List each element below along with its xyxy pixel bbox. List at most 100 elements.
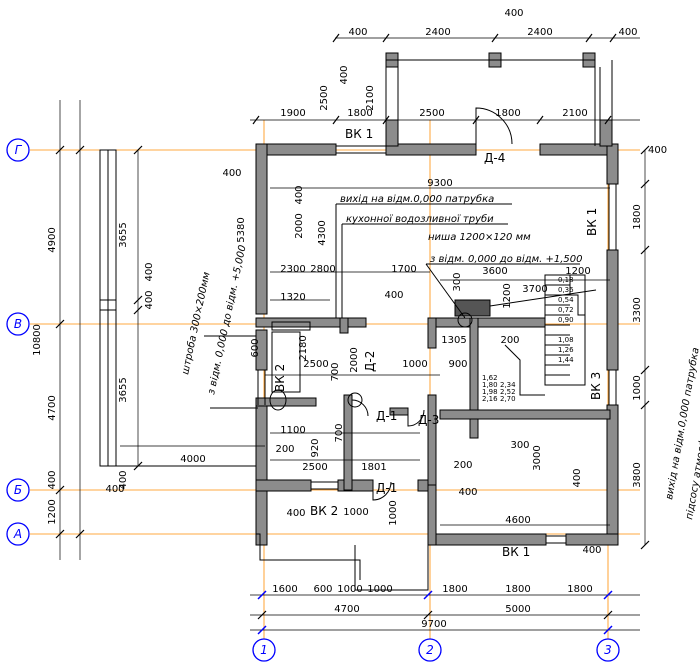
dim-text: 600 — [250, 338, 261, 357]
dim-text: 1000 — [367, 584, 392, 595]
dim-text: 2400 — [425, 27, 450, 38]
dim-text: 400 — [504, 8, 523, 19]
dim-text: 5380 — [236, 217, 247, 242]
bottom-dimensions: 1600 600 1000 1000 1800 1800 1800 4700 5… — [272, 584, 592, 630]
axis-bubble-row-b: Б — [6, 478, 30, 502]
dim-text: 400 — [339, 65, 350, 84]
dim-text: 400 — [572, 468, 583, 487]
dim-text: 300 — [452, 272, 463, 291]
axis-label-v: В — [14, 317, 22, 331]
dim-text: 4900 — [47, 227, 58, 252]
axis-bubble-col-1: 1 — [252, 638, 276, 662]
dim-text: 4700 — [334, 604, 359, 615]
inner-dimensions: 400 400 9300 2000 4300 5380 2300 2800 17… — [105, 168, 601, 556]
dim-text: 4700 — [47, 395, 58, 420]
dim-text: 2000 — [294, 213, 305, 238]
dim-text: 1100 — [280, 425, 305, 436]
dim-text: 3655 — [118, 222, 129, 247]
stair-level: 1,62 — [482, 374, 498, 382]
label-vk3: ВК 3 — [589, 372, 603, 400]
label-d1a: Д-1 — [376, 409, 397, 423]
axis-label-a: А — [13, 527, 22, 541]
axis-label-1: 1 — [260, 643, 268, 657]
stair-level: 0,18 — [558, 276, 574, 284]
dim-text: 200 — [500, 335, 519, 346]
dim-text: 2000 — [349, 347, 360, 372]
dim-text: 1200 — [47, 499, 58, 524]
dim-text: 1900 — [280, 108, 305, 119]
label-vk2-bottom: ВК 2 — [310, 504, 338, 518]
axis-label-2: 2 — [426, 643, 434, 657]
dim-text: 1000 — [632, 375, 643, 400]
stair-level: 1,44 — [558, 356, 574, 364]
dim-text: 400 — [348, 27, 367, 38]
dim-text: 3300 — [632, 297, 643, 322]
dim-text: 1800 — [505, 584, 530, 595]
label-d4: Д-4 — [484, 151, 505, 165]
top-dimensions: 400 2400 2400 400 400 1900 1800 2500 180… — [280, 8, 637, 119]
dim-text: 1320 — [280, 292, 305, 303]
dim-text: 400 — [144, 290, 155, 309]
dim-text: 2800 — [310, 264, 335, 275]
dim-text: 2300 — [280, 264, 305, 275]
leader-lines — [204, 203, 597, 409]
dim-text: 3700 — [522, 284, 547, 295]
dim-text: 1000 — [402, 359, 427, 370]
dim-text: 1800 — [567, 584, 592, 595]
dimension-ticks — [55, 33, 650, 635]
label-d2: Д-2 — [363, 351, 377, 372]
dim-text: 400 — [105, 484, 124, 495]
dim-text: 1000 — [337, 584, 362, 595]
stair-levels: 0,18 0,36 0,54 0,72 0,90 1,08 1,26 1,44 … — [482, 276, 574, 403]
dim-text: 3600 — [482, 266, 507, 277]
axis-label-b: Б — [14, 483, 22, 497]
dim-text: 5000 — [505, 604, 530, 615]
dim-text: 4000 — [180, 454, 205, 465]
stair-level: 2,70 — [500, 395, 516, 403]
stair-level: 0,54 — [558, 296, 574, 304]
terrace-outline — [99, 149, 256, 467]
dim-text: 400 — [118, 470, 129, 489]
right-dimensions: 400 1800 3300 1000 3800 — [632, 145, 667, 488]
axis-bubble-col-3: 3 — [596, 638, 620, 662]
axis-bubble-row-a: А — [6, 522, 30, 546]
dim-text: 1000 — [343, 507, 368, 518]
dim-text: 1200 — [502, 283, 513, 308]
note-channel: штроба 300×200мм — [179, 270, 213, 375]
dim-text: 9300 — [427, 178, 452, 189]
dim-text: 400 — [384, 290, 403, 301]
dim-text: 1800 — [632, 204, 643, 229]
door-swings — [351, 107, 513, 501]
dim-text: 1000 — [388, 500, 399, 525]
dim-text: 400 — [294, 185, 305, 204]
dim-text: 400 — [618, 27, 637, 38]
windows — [257, 145, 617, 544]
axis-bubble-row-v: В — [6, 312, 30, 336]
dim-text: 2100 — [562, 108, 587, 119]
dim-text: 400 — [582, 545, 601, 556]
stair-level: 2,52 — [500, 388, 516, 396]
dim-text: 1800 — [347, 108, 372, 119]
dim-text: 4600 — [505, 515, 530, 526]
note-from-to: з відм. 0,000 до відм. +1,500 — [430, 253, 583, 265]
axis-bubble-col-2: 2 — [418, 638, 442, 662]
label-vk1-top: ВК 1 — [345, 127, 373, 141]
walls — [255, 52, 619, 546]
dim-text: 400 — [286, 508, 305, 519]
dim-text: 2180 — [298, 335, 309, 360]
dim-text: 920 — [310, 438, 321, 457]
dim-text: 9700 — [421, 619, 446, 630]
note-from-to2: з відм. 0,000 до відм. +5,000 — [205, 244, 248, 396]
label-vk1-right: ВК 1 — [585, 208, 599, 236]
axis-bubble-row-g: Г — [6, 138, 30, 162]
stair-level: 2,34 — [500, 381, 516, 389]
dim-text: 200 — [453, 460, 472, 471]
axis-label-3: 3 — [604, 643, 612, 657]
axis-label-g: Г — [15, 143, 23, 157]
dim-text: 2500 — [319, 85, 330, 110]
dim-text: 1800 — [442, 584, 467, 595]
dim-text: 600 — [313, 584, 332, 595]
dim-text: 3655 — [118, 377, 129, 402]
stair-level: 2,16 — [482, 395, 498, 403]
note-kitchen-pipe: кухонної водозливної труби — [346, 213, 494, 225]
